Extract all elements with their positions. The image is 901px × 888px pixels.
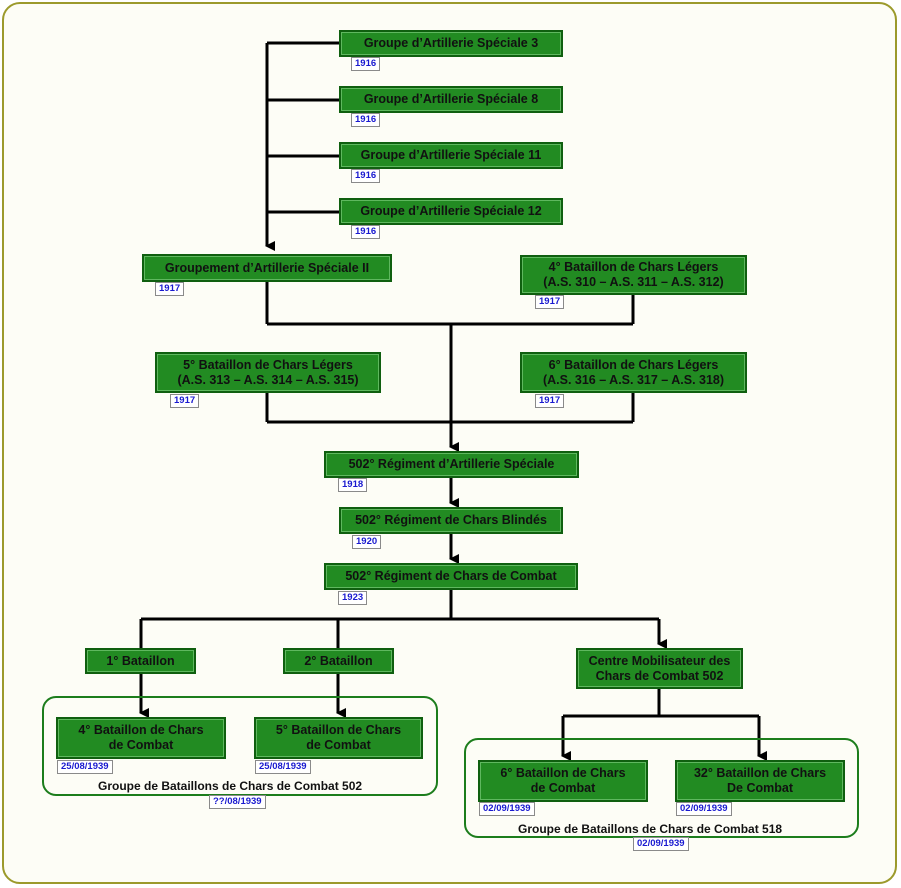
unit-ras502: 502° Régiment d’Artillerie Spéciale <box>324 451 579 478</box>
unit-bcc6-date: 02/09/1939 <box>479 802 535 816</box>
unit-bat2-label: 2° Bataillon <box>304 653 373 668</box>
unit-gas3-date: 1916 <box>351 57 381 71</box>
unit-rcb502-label: 502° Régiment de Chars Blindés <box>355 513 547 527</box>
unit-gas11: Groupe d’Artillerie Spéciale 11 <box>339 142 563 169</box>
unit-bcl6: 6° Bataillon de Chars Légers (A.S. 316 –… <box>520 352 747 393</box>
unit-bcc6-line1: 6° Bataillon de Chars <box>500 766 626 780</box>
unit-bat1: 1° Bataillon <box>85 648 196 674</box>
unit-rcc502-label: 502° Régiment de Chars de Combat <box>345 569 557 583</box>
unit-cm502: Centre Mobilisateur des Chars de Combat … <box>576 648 743 689</box>
unit-bcc32: 32° Bataillon de Chars De Combat <box>675 760 845 802</box>
unit-bcc4: 4° Bataillon de Chars de Combat <box>56 717 226 759</box>
unit-cm502-line1: Centre Mobilisateur des <box>588 653 731 668</box>
unit-bcl5-line2: (A.S. 313 – A.S. 314 – A.S. 315) <box>177 372 359 387</box>
unit-bat2: 2° Bataillon <box>283 648 394 674</box>
unit-bcl4-line1: 4° Bataillon de Chars Légers <box>548 260 719 274</box>
unit-bcc5: 5° Bataillon de Chars de Combat <box>254 717 423 759</box>
unit-bcl5: 5° Bataillon de Chars Légers (A.S. 313 –… <box>155 352 381 393</box>
unit-bcl4-date: 1917 <box>535 295 565 309</box>
unit-bcc6: 6° Bataillon de Chars de Combat <box>478 760 648 802</box>
unit-bcl6-line1: 6° Bataillon de Chars Légers <box>548 357 719 372</box>
unit-groupement2-date: 1917 <box>155 282 185 296</box>
unit-gas12-date: 1916 <box>351 225 381 239</box>
unit-gas8-label: Groupe d’Artillerie Spéciale 8 <box>363 92 539 106</box>
group-gbcc518-label: Groupe de Bataillons de Chars de Combat … <box>516 822 785 836</box>
unit-gas8-date: 1916 <box>351 113 381 127</box>
unit-gas11-label: Groupe d’Artillerie Spéciale 11 <box>360 148 542 162</box>
unit-ras502-label: 502° Régiment d’Artillerie Spéciale <box>348 457 555 471</box>
unit-bcc5-date: 25/08/1939 <box>255 760 311 774</box>
unit-bcc32-line1: 32° Bataillon de Chars <box>693 766 827 780</box>
unit-bcl4: 4° Bataillon de Chars Légers (A.S. 310 –… <box>520 255 747 295</box>
unit-rcb502: 502° Régiment de Chars Blindés <box>339 507 563 534</box>
unit-gas8: Groupe d’Artillerie Spéciale 8 <box>339 86 563 113</box>
unit-bcc4-line1: 4° Bataillon de Chars <box>78 723 204 737</box>
group-gbcc502-label: Groupe de Bataillons de Chars de Combat … <box>96 779 365 793</box>
unit-gas3-label: Groupe d’Artillerie Spéciale 3 <box>363 36 539 50</box>
group-gbcc502-date: ??/08/1939 <box>209 795 266 809</box>
unit-bcc5-line1: 5° Bataillon de Chars <box>275 723 402 737</box>
unit-bat1-label: 1° Bataillon <box>106 653 175 668</box>
unit-bcc5-line2: de Combat <box>306 738 371 752</box>
unit-bcl6-line2: (A.S. 316 – A.S. 317 – A.S. 318) <box>542 372 725 387</box>
group-gbcc518-date: 02/09/1939 <box>633 837 689 851</box>
unit-bcc6-line2: de Combat <box>530 781 596 795</box>
unit-groupement2: Groupement d’Artillerie Spéciale II <box>142 254 392 282</box>
unit-groupement2-label: Groupement d’Artillerie Spéciale II <box>164 260 370 275</box>
unit-bcc4-date: 25/08/1939 <box>57 760 113 774</box>
unit-gas12: Groupe d’Artillerie Spéciale 12 <box>339 198 563 225</box>
unit-bcc4-line2: de Combat <box>108 738 174 752</box>
unit-bcc32-line2: De Combat <box>727 781 793 795</box>
unit-bcl4-line2: (A.S. 310 – A.S. 311 – A.S. 312) <box>543 275 724 289</box>
unit-rcc502-date: 1923 <box>338 591 368 605</box>
unit-bcl5-date: 1917 <box>170 394 200 408</box>
unit-gas12-label: Groupe d’Artillerie Spéciale 12 <box>360 204 542 218</box>
unit-bcl6-date: 1917 <box>535 394 565 408</box>
unit-gas3: Groupe d’Artillerie Spéciale 3 <box>339 30 563 57</box>
unit-rcc502: 502° Régiment de Chars de Combat <box>324 563 578 590</box>
unit-cm502-line2: Chars de Combat 502 <box>595 668 724 683</box>
unit-ras502-date: 1918 <box>338 478 368 492</box>
unit-rcb502-date: 1920 <box>352 535 382 549</box>
unit-bcc32-date: 02/09/1939 <box>676 802 732 816</box>
unit-gas11-date: 1916 <box>351 169 381 183</box>
unit-bcl5-line1: 5° Bataillon de Chars Légers <box>183 357 353 372</box>
